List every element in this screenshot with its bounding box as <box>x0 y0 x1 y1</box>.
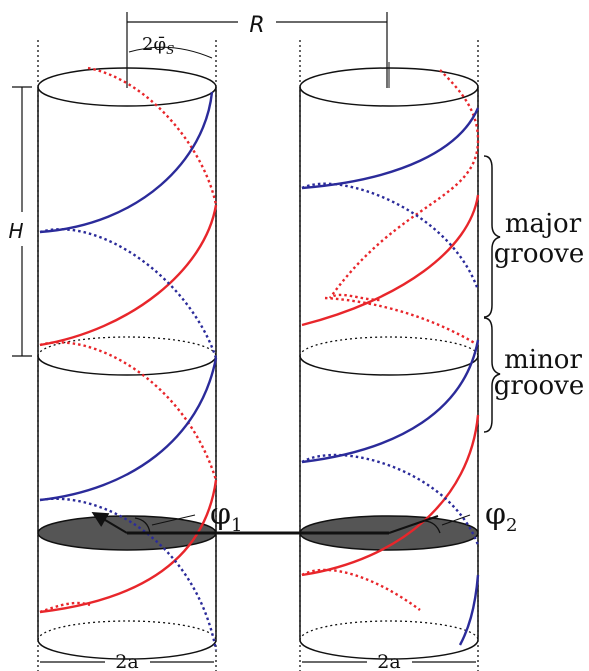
right-blue-strand-front-2 <box>301 339 480 464</box>
h-label: H <box>8 219 23 243</box>
right-blue-strand-back-2 <box>301 453 480 546</box>
left-red-strand-front-1 <box>39 204 218 347</box>
twist-angle-label: 2φ̄S <box>142 34 174 57</box>
right-cylinder <box>299 40 480 671</box>
left-blue-strand-front-1 <box>39 91 214 234</box>
left-red-strand-back-2 <box>39 341 218 481</box>
major-groove-label-line1: major <box>505 209 582 239</box>
r-dimension: R <box>126 12 388 88</box>
left-red-strand-back-3 <box>39 601 91 614</box>
right-blue-strand-back-1 <box>301 182 480 291</box>
phi2-angle: φ2 <box>388 497 517 536</box>
phi1-label: φ1 <box>210 497 242 536</box>
minor-groove-label-line1: minor <box>504 345 582 375</box>
phi2-label: φ2 <box>485 497 517 536</box>
pitch-height-bracket: H <box>8 86 32 357</box>
right-diameter-label: 2a <box>377 651 400 671</box>
right-blue-strand-front-1 <box>301 107 480 190</box>
right-red-strand-front-1 <box>301 194 480 327</box>
major-groove-brace: major groove <box>483 155 584 318</box>
right-blue-strand-front-3 <box>458 574 480 646</box>
right-red-strand-back-1 <box>329 69 480 302</box>
right-red-strand-back-3 <box>301 568 421 611</box>
twist-angle-annotation: 2φ̄S <box>126 34 213 59</box>
left-diameter-label: 2a <box>115 651 138 671</box>
left-cylinder <box>37 40 218 671</box>
minor-groove-brace: minor groove <box>483 317 584 433</box>
major-groove-label-line2: groove <box>494 239 584 269</box>
r-label: R <box>249 13 264 38</box>
left-blue-strand-back-1 <box>39 228 218 359</box>
left-red-strand-back-1 <box>87 66 218 206</box>
right-diameter-dimension: 2a <box>302 651 476 671</box>
minor-groove-label-line2: groove <box>494 371 584 401</box>
left-diameter-dimension: 2a <box>40 651 214 671</box>
left-red-strand-front-2 <box>39 479 218 614</box>
right-red-strand-back-2b <box>324 296 479 347</box>
phi1-angle: φ1 <box>91 497 242 536</box>
left-blue-strand-front-2 <box>39 357 218 502</box>
